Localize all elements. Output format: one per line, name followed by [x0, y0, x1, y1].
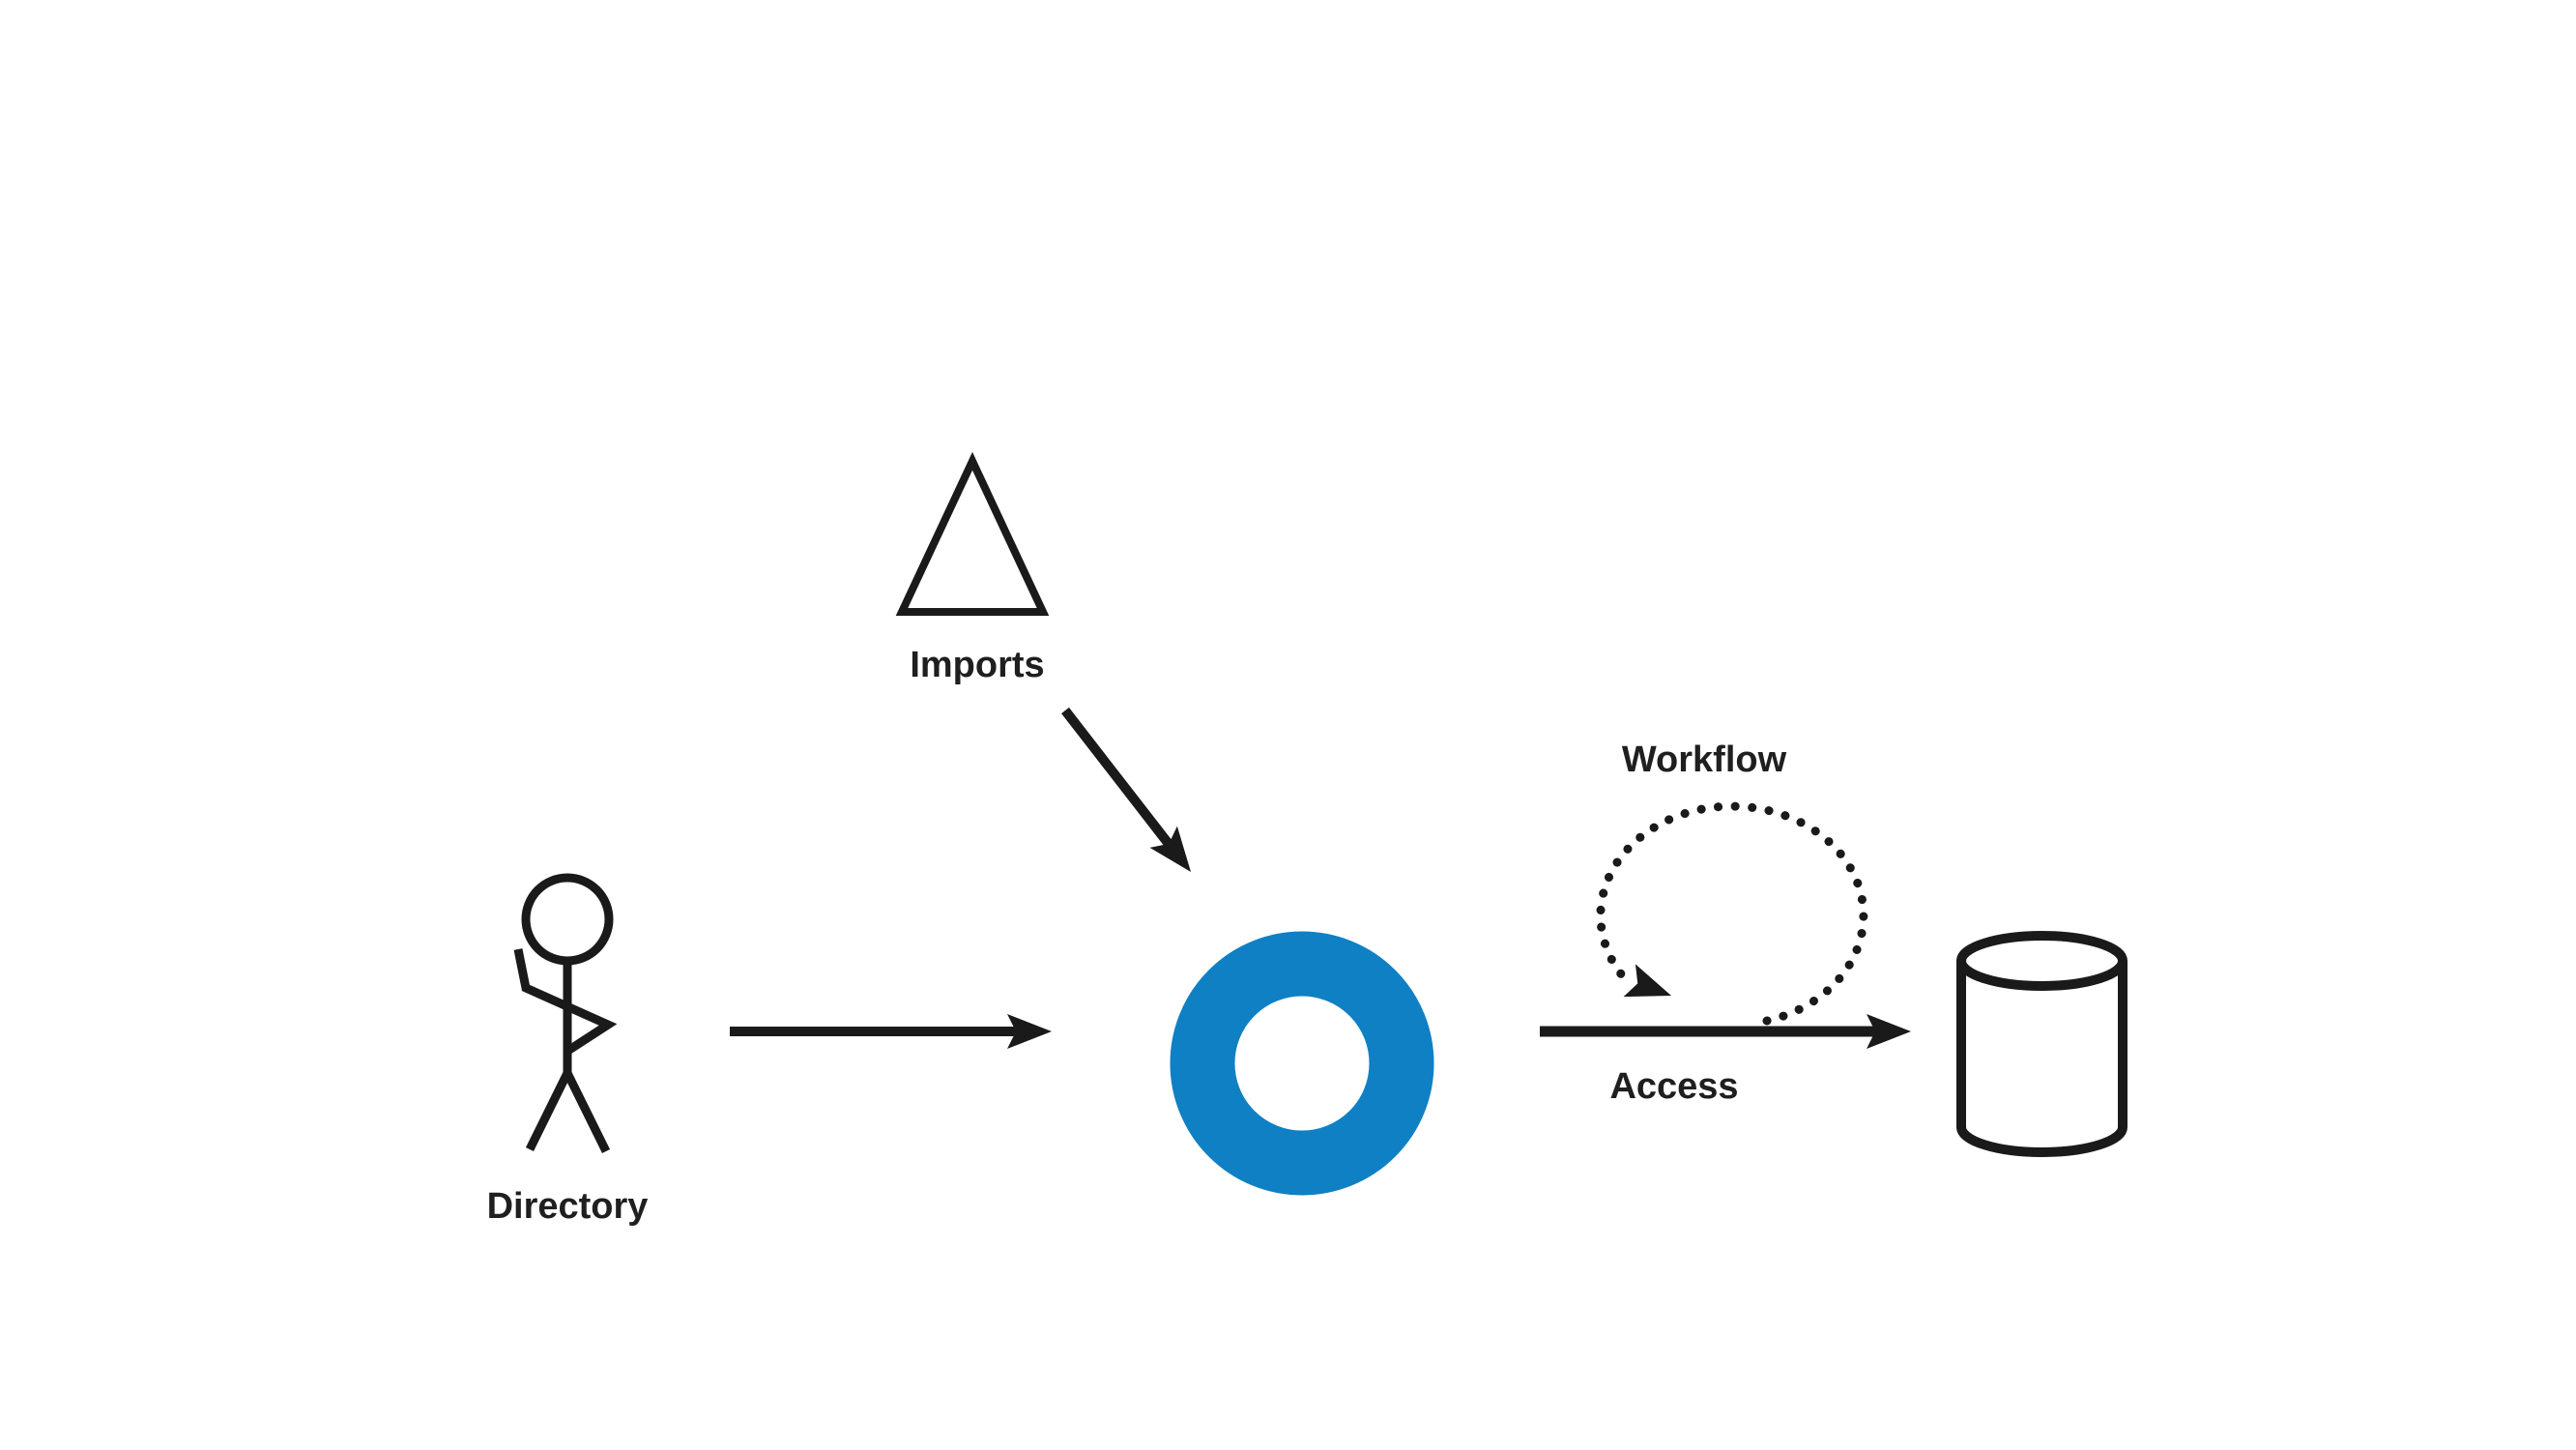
directory-label: Directory [486, 1186, 649, 1227]
stick-figure-icon [513, 873, 618, 1153]
workflow-label: Workflow [1621, 740, 1787, 780]
cylinder-top [1956, 931, 2127, 991]
arrow-shaft [1061, 707, 1172, 848]
access-label: Access [1609, 1066, 1739, 1107]
arrow-imports-to-hub [1061, 707, 1191, 872]
triangle-icon [895, 451, 1050, 616]
arrow-hub-to-store [1540, 1014, 1911, 1049]
stick-figure-legs [525, 1062, 611, 1153]
stick-figure-head [521, 873, 614, 966]
database-cylinder-icon [1956, 931, 2127, 1157]
arrowhead-icon [1149, 826, 1191, 872]
cylinder-body [1956, 961, 2127, 1157]
dotted-loop-icon [1596, 801, 1868, 1026]
arrowhead-icon [1867, 1014, 1911, 1049]
imports-label: Imports [910, 645, 1045, 685]
arrowhead-icon [1007, 1014, 1052, 1049]
dotted-loop-path [1596, 801, 1868, 1026]
arrow-directory-to-hub [730, 1014, 1052, 1049]
stick-figure-arms [513, 948, 618, 1054]
arrowhead-icon [1623, 964, 1671, 998]
donut-icon [1170, 931, 1434, 1196]
